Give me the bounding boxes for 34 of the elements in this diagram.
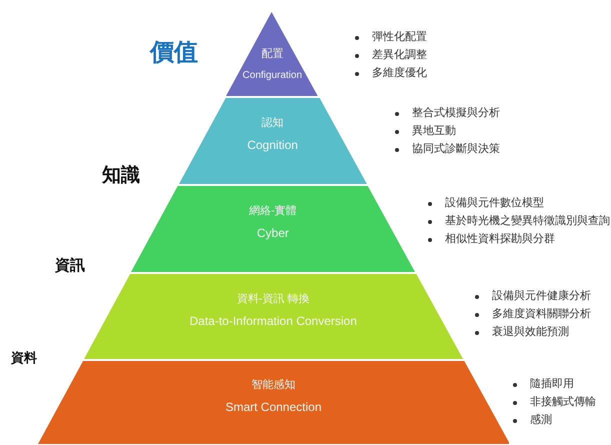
layer-title: Data-to-Information Conversion	[188, 314, 358, 328]
bullet-item: 相似性資料探勘與分群	[425, 230, 610, 248]
layer-title: 認知	[260, 116, 285, 130]
bullet-item: 異地互動	[392, 122, 500, 140]
bullet-item: 差異化調整	[352, 46, 427, 64]
pyramid-layer	[226, 12, 318, 96]
level-label: 資訊	[55, 256, 85, 275]
bullet-item: 衰退與效能預測	[472, 323, 591, 341]
layer-title: Configuration	[242, 70, 304, 81]
bullet-item: 多維度資料關聯分析	[472, 305, 591, 323]
bullet-item: 隨插即用	[510, 375, 596, 393]
bullet-item: 感測	[510, 411, 596, 429]
level-label: 價值	[150, 37, 198, 68]
bullet-item: 非接觸式傳輸	[510, 393, 596, 411]
layer-title: Cognition	[246, 138, 299, 152]
layer-title: 資料-資訊 轉換	[236, 292, 311, 306]
pyramid-layer	[178, 98, 367, 184]
level-label: 知識	[102, 163, 140, 188]
layer-title: 配置	[260, 47, 284, 61]
layer-title: 智能感知	[250, 378, 296, 392]
pyramid-layer	[130, 186, 415, 272]
level-label: 資料	[11, 350, 37, 367]
bullet-item: 基於時光機之變異特徵識別與查詢	[425, 212, 610, 230]
bullet-item: 多維度優化	[352, 64, 427, 82]
bullet-item: 協同式診斷與決策	[392, 140, 500, 158]
layer-title: 網絡-實體	[248, 204, 298, 218]
layer-title: Cyber	[256, 226, 290, 240]
bullet-item: 設備與元件健康分析	[472, 287, 591, 305]
bullet-item: 整合式模擬與分析	[392, 104, 500, 122]
pyramid-layer	[38, 361, 510, 444]
bullet-item: 設備與元件數位模型	[425, 194, 610, 212]
bullet-item: 彈性化配置	[352, 28, 427, 46]
pyramid-layer	[84, 274, 463, 359]
layer-title: Smart Connection	[224, 400, 322, 414]
